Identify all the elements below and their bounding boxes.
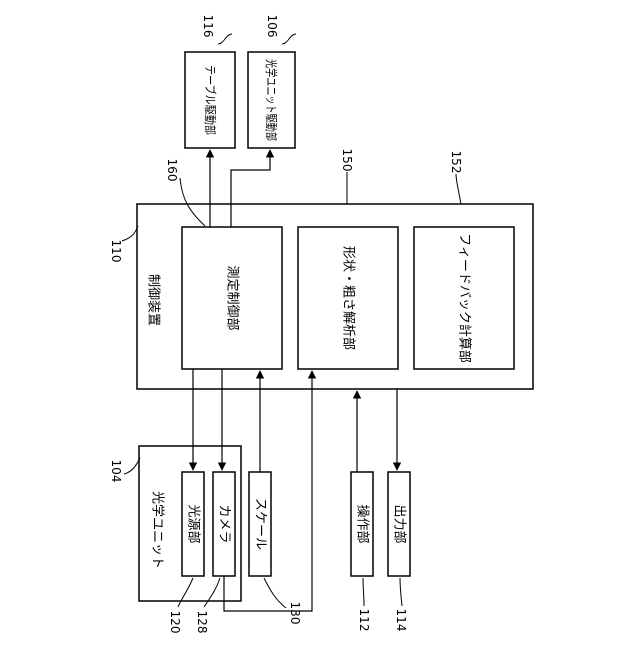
control-device-box (137, 204, 533, 389)
control-device-label: 制御装置 (146, 274, 161, 326)
leader-130 (264, 578, 286, 608)
ref-106: 106 (265, 15, 279, 38)
leader-114 (400, 578, 402, 606)
output-label: 出力部 (392, 504, 407, 543)
leader-116 (218, 34, 232, 44)
scale-label: スケール (253, 498, 268, 550)
ref-150: 150 (340, 149, 354, 172)
table-drive-label: テーブル駆動部 (203, 65, 218, 135)
leader-152 (456, 174, 461, 204)
feedback-calc-label: フィードバック計算部 (457, 233, 473, 363)
leader-110 (122, 226, 138, 241)
ref-116: 116 (201, 15, 215, 38)
measurement-control-label: 測定制御部 (225, 265, 240, 330)
ref-112: 112 (357, 609, 371, 632)
optical-unit-drive-label: 光学ユニット駆動部 (264, 59, 279, 141)
ref-152: 152 (449, 151, 463, 174)
ref-104: 104 (109, 460, 123, 483)
light-source-label: 光源部 (186, 504, 201, 543)
ref-114: 114 (394, 609, 408, 632)
leader-112 (363, 578, 364, 606)
shape-roughness-label: 形状・粗さ解析部 (341, 246, 356, 350)
leader-104 (124, 458, 140, 474)
ref-128: 128 (195, 611, 209, 634)
leader-120 (178, 578, 193, 607)
leader-160 (180, 178, 205, 226)
leader-128 (204, 578, 220, 607)
optical-unit-label: 光学ユニット (150, 491, 166, 569)
leader-106 (282, 34, 296, 44)
arrow-to-optical-unit-drive (231, 150, 270, 227)
ref-130: 130 (288, 602, 302, 625)
arrow-camera-to-analysis (224, 371, 312, 611)
ref-160: 160 (165, 159, 179, 182)
operation-label: 操作部 (355, 504, 371, 543)
ref-120: 120 (168, 611, 182, 634)
camera-label: カメラ (217, 504, 232, 543)
ref-110: 110 (109, 240, 123, 263)
